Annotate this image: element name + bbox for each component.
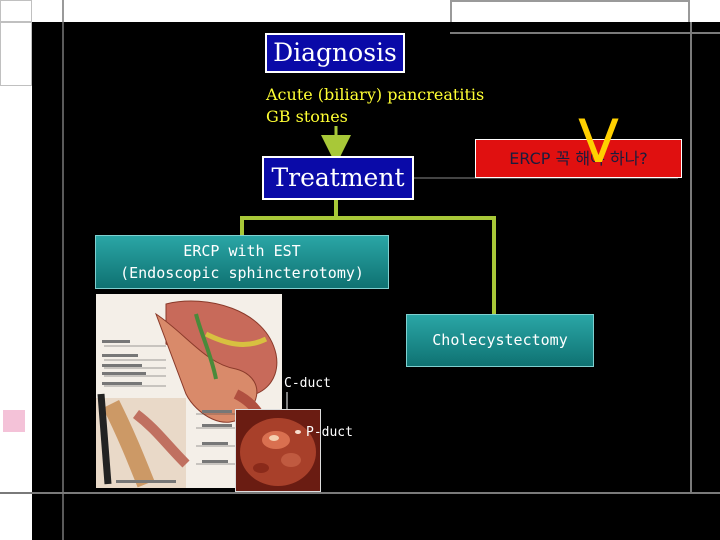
frame-line-v2 — [450, 0, 452, 34]
frame-decor-pink — [3, 410, 25, 432]
diagnosis-box: Diagnosis — [265, 33, 405, 73]
ercp-line-2: (Endoscopic sphincterotomy) — [120, 264, 364, 282]
frame-decor-left — [0, 22, 32, 86]
c-duct-label: C-duct — [284, 376, 331, 391]
finding-gb-stones: GB stones — [266, 107, 348, 126]
diagnosis-findings: Acute (biliary) pancreatitis GB stones — [266, 84, 484, 128]
ercp-line-1: ERCP with EST — [183, 242, 301, 260]
anatomy-illustration — [96, 294, 282, 488]
frame-line-top — [450, 0, 690, 2]
cholecystectomy-box: Cholecystectomy — [406, 314, 594, 367]
endoscopic-photo — [235, 409, 321, 492]
ercp-question-box: ERCP 꼭 해야 하나? — [475, 139, 682, 178]
frame-line-inner-left — [62, 22, 64, 540]
finding-pancreatitis: Acute (biliary) pancreatitis — [266, 85, 485, 104]
p-duct-label: P-duct — [306, 425, 353, 440]
frame-line-v1 — [62, 0, 64, 22]
frame-line-v3 — [688, 0, 690, 22]
frame-line-inner-right — [690, 22, 692, 492]
frame-decor-topleft — [0, 0, 32, 22]
ercp-est-box: ERCP with EST (Endoscopic sphincterotomy… — [95, 235, 389, 289]
endoscopic-photo-drawing — [236, 410, 320, 491]
check-mark: V — [578, 107, 620, 177]
anatomy-drawing — [96, 294, 282, 488]
frame-line-inner-top — [450, 32, 720, 34]
frame-line-inner-bottom — [0, 492, 720, 494]
treatment-box: Treatment — [262, 156, 414, 200]
